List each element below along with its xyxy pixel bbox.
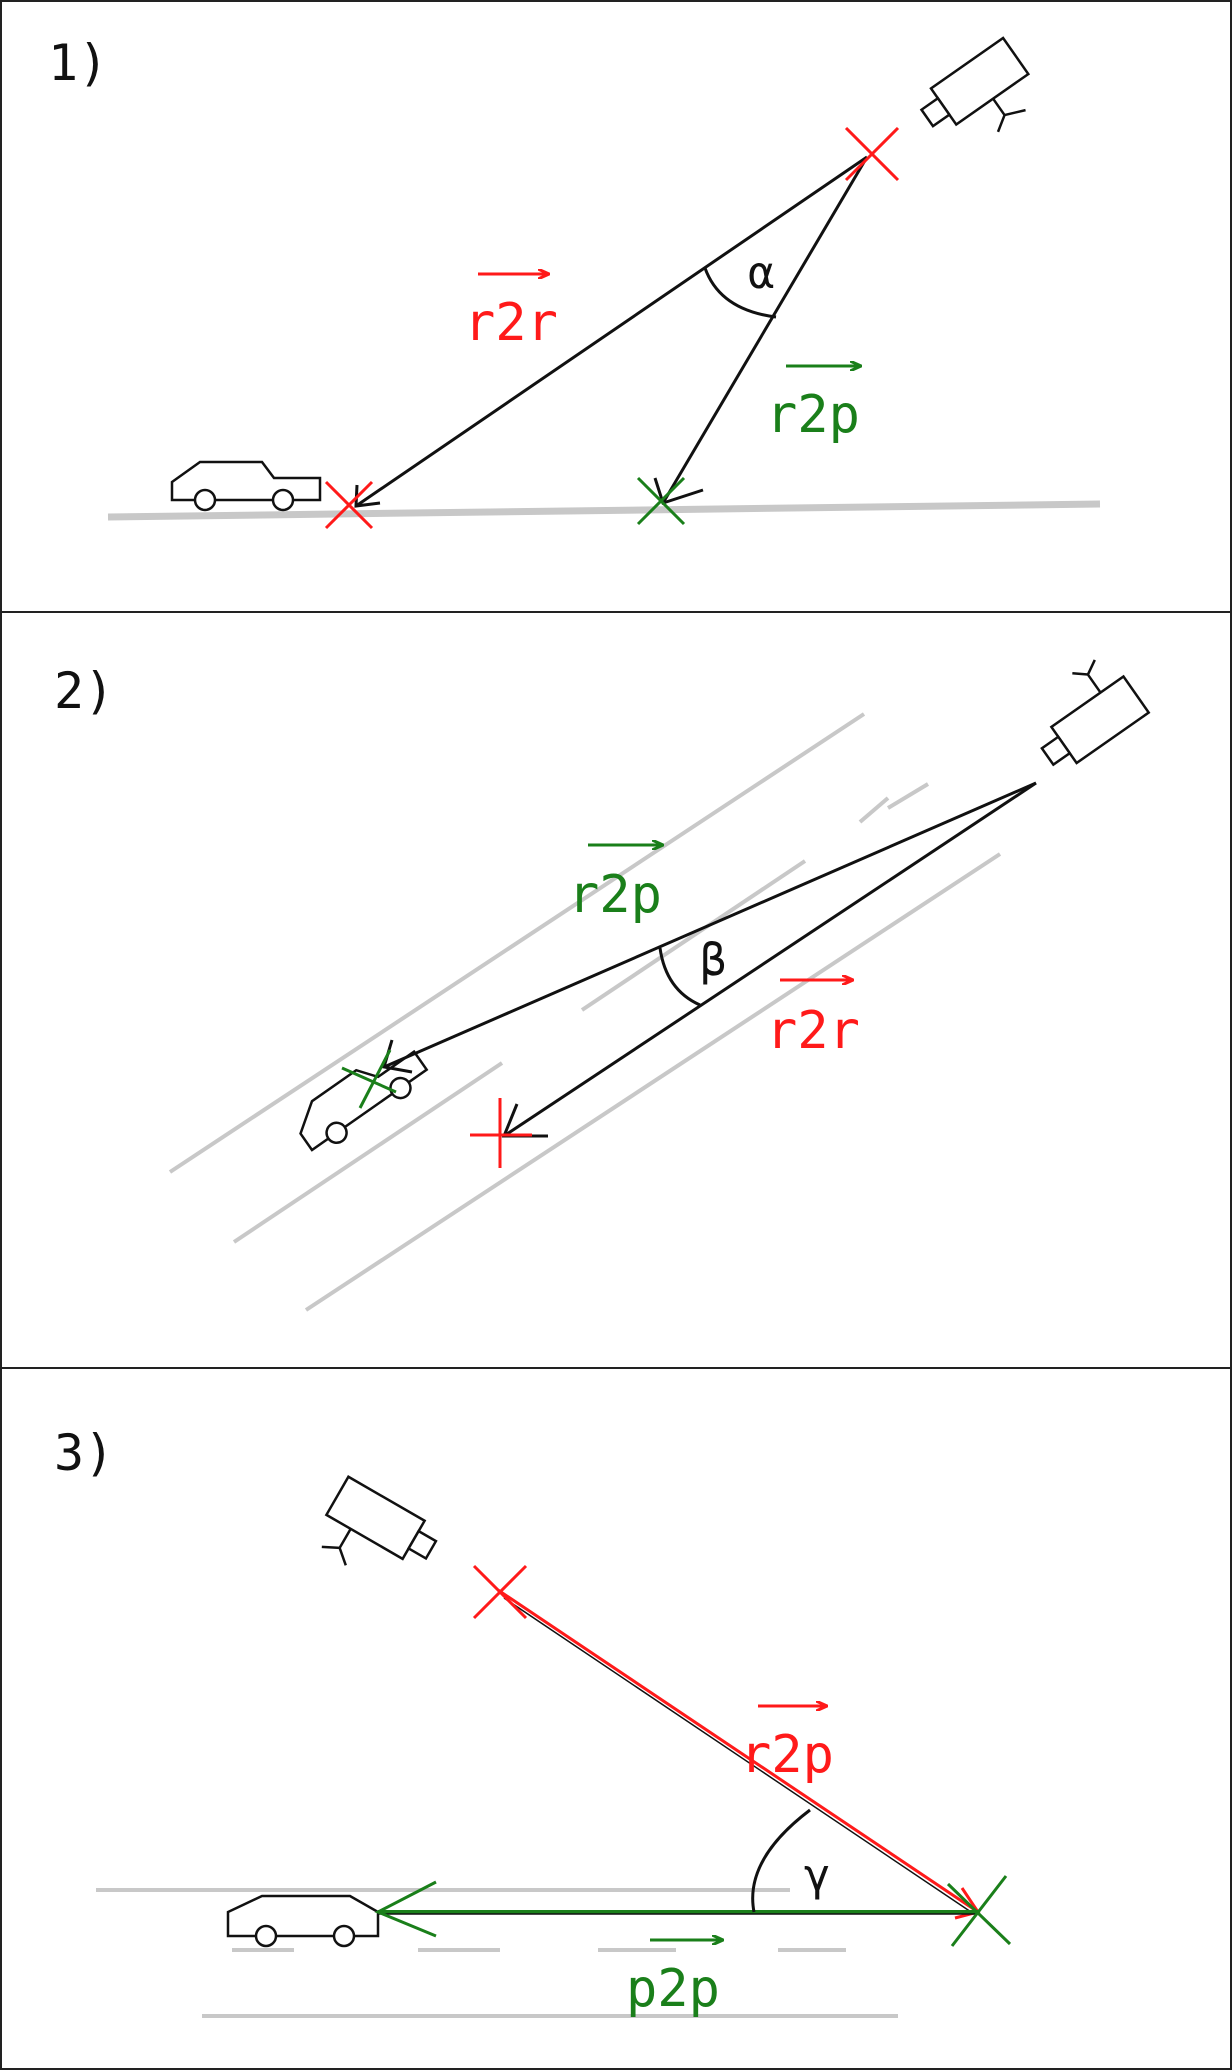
panel-2-vector-r2r bbox=[503, 781, 1037, 1138]
panel-1-road bbox=[107, 500, 1101, 521]
panel-3-red-label: r2p bbox=[740, 1725, 834, 1785]
panel-2: 2) β bbox=[54, 659, 1151, 1312]
cross-marker-icon bbox=[470, 1098, 532, 1168]
camera-icon bbox=[321, 1475, 438, 1566]
panel-2-vector-r2p bbox=[383, 781, 1037, 1069]
panel-2-red-label: r2r bbox=[766, 1001, 860, 1061]
cross-marker-icon bbox=[636, 476, 686, 526]
camera-icon bbox=[919, 36, 1031, 133]
panel-3-vector-r2p bbox=[497, 1588, 979, 1914]
panel-1-angle-arc bbox=[703, 267, 777, 319]
panel-1-angle-label: α bbox=[748, 248, 775, 299]
cross-marker-icon bbox=[844, 126, 900, 182]
panel-3-angle-arc bbox=[751, 1808, 811, 1913]
panel-1-red-label: r2r bbox=[464, 293, 558, 353]
panel-3-green-label: p2p bbox=[626, 1959, 720, 2019]
panel-2-angle-arc bbox=[658, 947, 701, 1007]
panel-2-arrowhead-r2p bbox=[382, 1039, 413, 1074]
panel-1-green-label: r2p bbox=[766, 385, 860, 445]
panel-3-arrowhead-p2p bbox=[374, 1880, 437, 1938]
cross-marker-icon bbox=[472, 1564, 528, 1620]
panel-2-number: 2) bbox=[54, 662, 114, 720]
panel-3-road bbox=[96, 1888, 898, 2018]
camera-icon bbox=[1040, 659, 1151, 767]
panel-2-angle-label: β bbox=[700, 935, 727, 986]
panel-3-number: 3) bbox=[54, 1424, 114, 1482]
cross-marker-icon bbox=[341, 1049, 397, 1109]
panel-1-number: 1) bbox=[48, 34, 108, 92]
cross-marker-icon bbox=[324, 480, 374, 530]
panel-2-road-lanes bbox=[168, 712, 1002, 1312]
panel-1: 1) α bbox=[48, 34, 1101, 530]
car-icon bbox=[170, 460, 322, 512]
panel-1-vector-r2r bbox=[355, 155, 868, 508]
panel-3-angle-label: γ bbox=[804, 1850, 831, 1901]
cross-marker-icon bbox=[946, 1875, 1012, 1947]
panel-1-vector-r2p bbox=[661, 156, 869, 504]
panel-1-arrowhead-r2r bbox=[354, 484, 381, 508]
panel-3-vector-r2p-shadow bbox=[503, 1597, 975, 1915]
panel-3: 3) γ bbox=[54, 1424, 1012, 2019]
panel-2-green-label: r2p bbox=[568, 865, 662, 925]
car-icon bbox=[226, 1894, 380, 1948]
